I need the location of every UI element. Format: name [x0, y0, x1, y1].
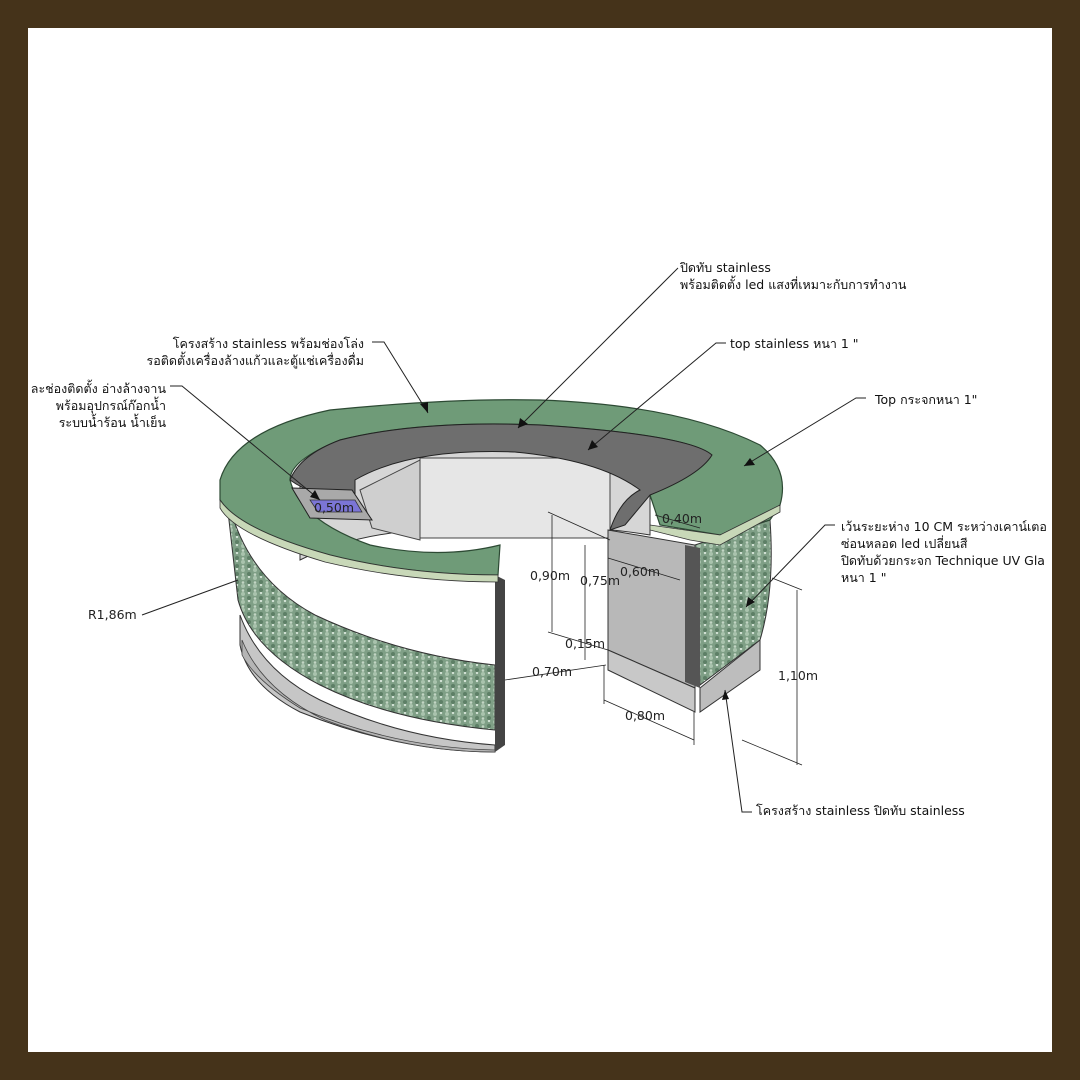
bar-counter-3d-drawing	[141, 267, 866, 813]
arrowhead-top-stainless	[588, 440, 598, 450]
dim-line-opening	[504, 664, 607, 681]
leader-radius	[141, 579, 239, 616]
dim-end-depth: 0,80m	[625, 708, 666, 723]
dim-line-width	[607, 557, 681, 581]
dim-radius: R1,86m	[88, 607, 137, 622]
callout-gap: เว้นระยะห่าง 10 CM ระหว่างเคาน์เตอ ซ่อนห…	[841, 518, 1047, 586]
callout-sink-line3: ระบบน้ำร้อน น้ำเย็น	[58, 415, 166, 430]
end-cap-face	[495, 575, 505, 752]
dim-total-height: 1,10m	[778, 668, 819, 683]
callout-structure: โครงสร้าง stainless พร้อมช่องโล่ง รอติดต…	[147, 335, 364, 369]
dim-line-end	[603, 699, 695, 741]
arrowhead-base	[722, 690, 729, 700]
drawing-frame: ปิดทับ stainless พร้อมติดตั้ง led แสงที่…	[28, 28, 1052, 1052]
leader-top-glass	[743, 397, 866, 467]
dim-ext-top	[547, 511, 611, 541]
leader-structure	[372, 341, 429, 414]
dim-inner-width: 0,60m	[620, 564, 661, 579]
callout-structure-line2: รอติดตั้งเครื่องล้างแก้วและตู้แช่เครื่อง…	[146, 353, 364, 368]
leader-gap	[745, 524, 835, 608]
arrowhead-cover	[518, 418, 528, 428]
callout-cover-line1: ปิดทับ stainless	[680, 260, 771, 275]
glass-top-end-right	[649, 504, 781, 546]
callout-gap-line2: ซ่อนหลอด led เปลี่ยนสี	[841, 536, 968, 551]
callout-sink-line2: พร้อมอุปกรณ์ก๊อกน้ำ	[55, 398, 166, 413]
leader-top-stainless	[587, 342, 726, 451]
dim-opening: 0,70m	[532, 664, 573, 679]
arrowhead-sink	[310, 490, 320, 500]
callout-gap-line1: เว้นระยะห่าง 10 CM ระหว่างเคาน์เตอ	[841, 519, 1047, 534]
callout-base: โครงสร้าง stainless ปิดทับ stainless	[756, 803, 965, 818]
dim-line-top-depth	[654, 514, 701, 529]
callout-structure-line1: โครงสร้าง stainless พร้อมช่องโล่ง	[172, 336, 364, 351]
arrowhead-structure	[420, 402, 428, 413]
arrowhead-gap	[746, 597, 755, 607]
callout-top-stainless: top stainless หนา 1 "	[730, 336, 859, 351]
inner-panel	[419, 457, 611, 539]
glass-top-edge	[219, 498, 499, 583]
dim-inner-height: 0,75m	[580, 573, 621, 588]
dim-counter-height: 0,90m	[530, 568, 571, 583]
callout-gap-line3: ปิดทับด้วยกระจก Technique UV Gla	[841, 553, 1045, 568]
end-panel-base	[607, 649, 696, 713]
dim-sink-width: 0,50m	[314, 500, 355, 515]
callout-sink: ละช่องติดตั้ง อ่างล้างจาน พร้อมอุปกรณ์ก๊…	[31, 380, 166, 431]
end-panel-shadow	[685, 545, 700, 688]
arrowhead-top-glass	[744, 458, 755, 466]
callout-sink-line1: ละช่องติดตั้ง อ่างล้างจาน	[30, 381, 166, 396]
callout-cover-line2: พร้อมติดตั้ง led แสงที่เหมาะกับการทำงาน	[680, 277, 907, 292]
callout-top-glass: Top กระจกหนา 1"	[875, 392, 978, 407]
dim-ext-total-bottom	[741, 739, 803, 766]
callout-cover: ปิดทับ stainless พร้อมติดตั้ง led แสงที่…	[680, 259, 906, 293]
leader-sink	[170, 385, 321, 501]
leader-base	[724, 689, 752, 813]
sink-basin	[309, 499, 363, 513]
callout-gap-line4: หนา 1 "	[841, 570, 887, 585]
dim-ext-bottom	[547, 631, 609, 651]
leader-cover	[517, 267, 679, 429]
stainless-base-right	[699, 638, 761, 713]
stainless-top	[289, 423, 713, 531]
dim-top-depth: 0,40m	[662, 511, 703, 526]
dim-ext-total-top	[771, 577, 803, 591]
dim-base-height: 0,15m	[565, 636, 606, 651]
